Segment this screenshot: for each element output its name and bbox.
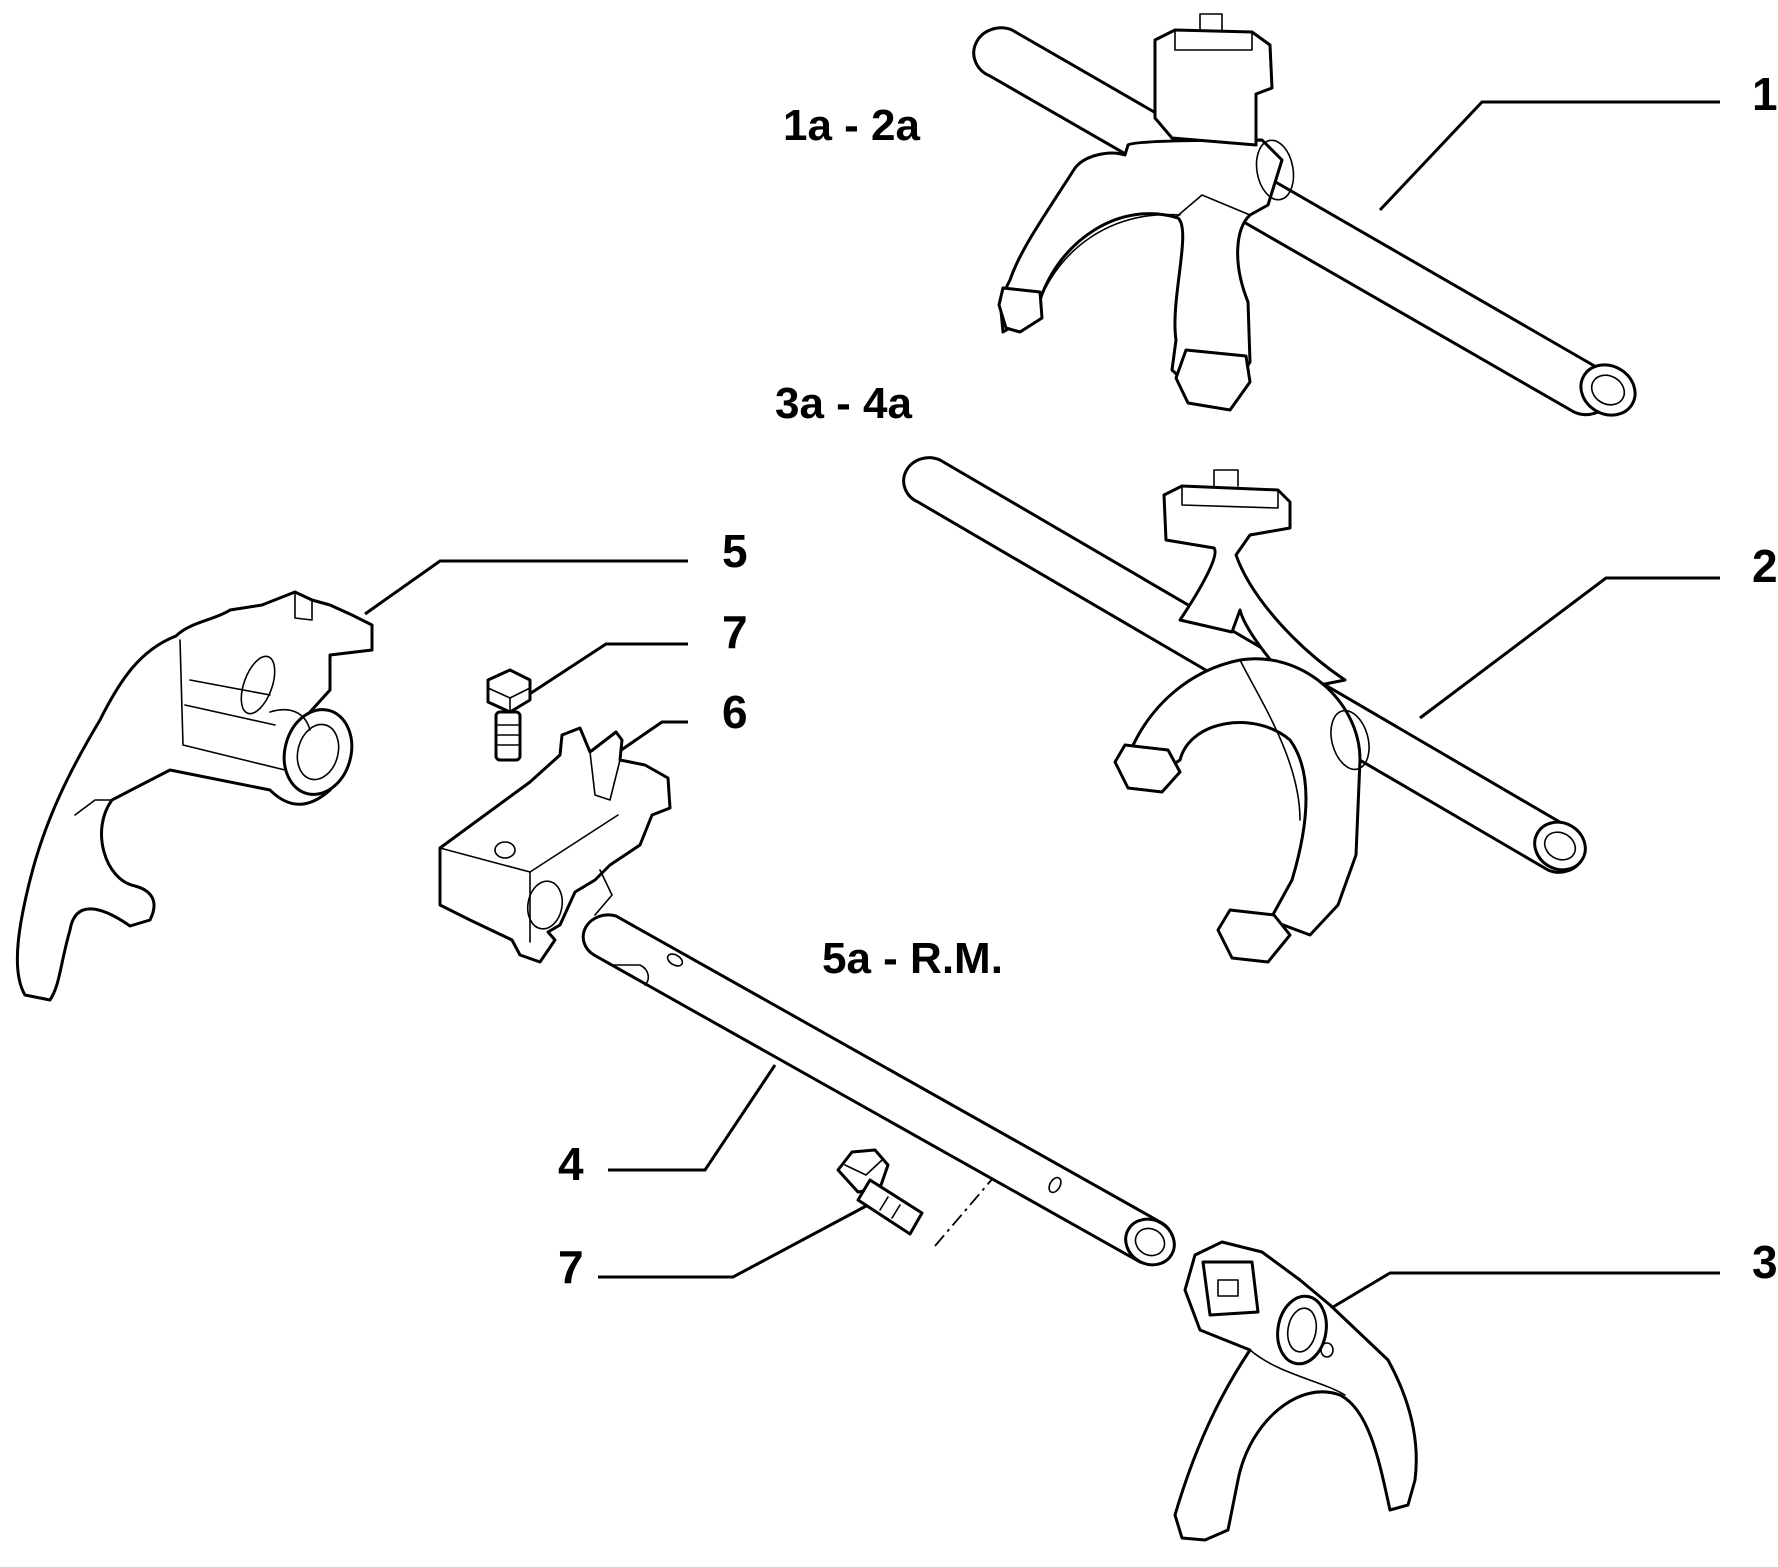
callout-1: 1 — [1752, 68, 1778, 120]
callout-4: 4 — [558, 1138, 584, 1190]
part-7-bolt-bottom — [836, 1148, 924, 1236]
callout-2: 2 — [1752, 540, 1778, 592]
group-label-1a-2a: 1a - 2a — [783, 101, 921, 150]
part-7-bolt-top — [486, 668, 532, 762]
callout-3: 3 — [1752, 1236, 1778, 1288]
group-label-5a-rm: 5a - R.M. — [822, 934, 1003, 983]
callout-7-bottom: 7 — [558, 1241, 584, 1293]
part-4-shift-rod — [581, 913, 1176, 1267]
part-2-shift-rod-fork — [902, 456, 1587, 964]
part-6-selector-block — [438, 726, 672, 964]
leader-lines — [364, 100, 1720, 1312]
callout-6: 6 — [722, 686, 748, 738]
part-1-shift-rod-fork — [972, 13, 1637, 417]
part-5-shift-fork — [15, 590, 374, 1002]
part-3-shift-fork — [1173, 1240, 1418, 1542]
group-label-3a-4a: 3a - 4a — [775, 379, 913, 428]
callout-5: 5 — [722, 525, 748, 577]
callout-7-top: 7 — [722, 606, 748, 658]
